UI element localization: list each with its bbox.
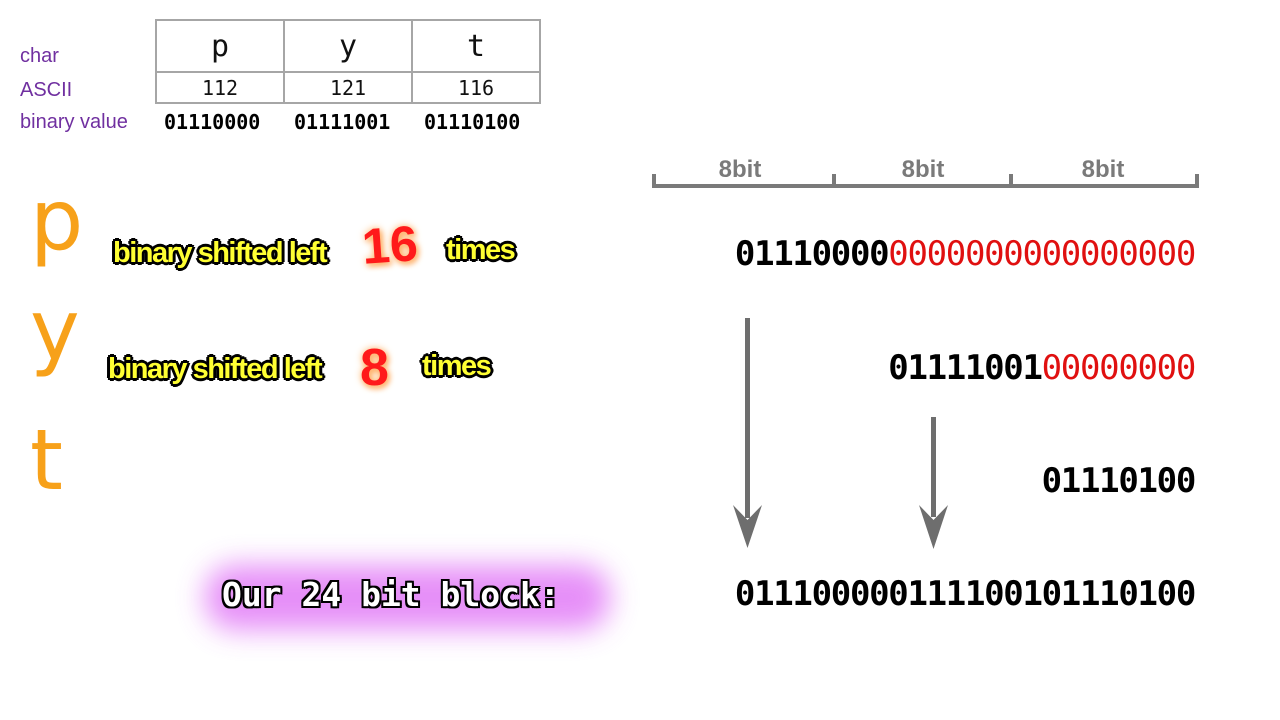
char-cell-p: p [155,19,285,73]
letter-y: y [30,281,80,379]
letter-t: t [30,411,63,509]
char-row-label: char [20,45,59,67]
arrow-down-icon [733,318,762,548]
zero-padding-y: 00000000 [1041,348,1197,388]
shift-caption-p: binary shifted left [113,237,328,269]
times-label-p: times [446,234,516,266]
ascii-table: p y t 112 121 116 [155,19,541,104]
ascii-cell-p: 112 [155,71,285,104]
shifted-row-t: 01110100 [1041,461,1197,501]
shifted-value-t: 01110100 [1041,461,1197,501]
result-value: 011100000111100101110100 [734,574,1196,614]
binary-value-row: 01110000 01111001 01110100 [164,110,554,134]
shifted-row-p: 011100000000000000000000 [734,234,1196,274]
bit-label-1: 8bit [718,156,762,183]
times-label-y: times [422,350,492,382]
shift-caption-y: binary shifted left [108,353,323,385]
arrow-down-icon [919,417,948,549]
shifted-value-y: 01111001 [888,348,1043,388]
bit-label-2: 8bit [901,156,945,183]
shifted-row-y: 0111100100000000 [888,348,1197,388]
binary-cell-p: 01110000 [164,110,261,134]
ascii-row-label: ASCII [20,79,73,101]
ascii-cell-t: 116 [411,71,541,104]
binary-row-label: binary value [20,111,128,133]
binary-cell-t: 01110100 [424,110,521,134]
bit-label-3: 8bit [1081,156,1125,183]
shifted-value-p: 01110000 [734,234,890,274]
result-row: 011100000111100101110100 [734,574,1196,614]
binary-cell-y: 01111001 [294,110,391,134]
char-cell-t: t [411,19,541,73]
letter-p: p [30,171,84,269]
char-cell-y: y [283,19,413,73]
zero-padding-p: 0000000000000000 [888,234,1196,274]
label-glow [205,565,610,630]
ascii-cell-y: 121 [283,71,413,104]
shift-count-8: 8 [360,339,389,397]
result-label: Our 24 bit block: [222,575,560,614]
